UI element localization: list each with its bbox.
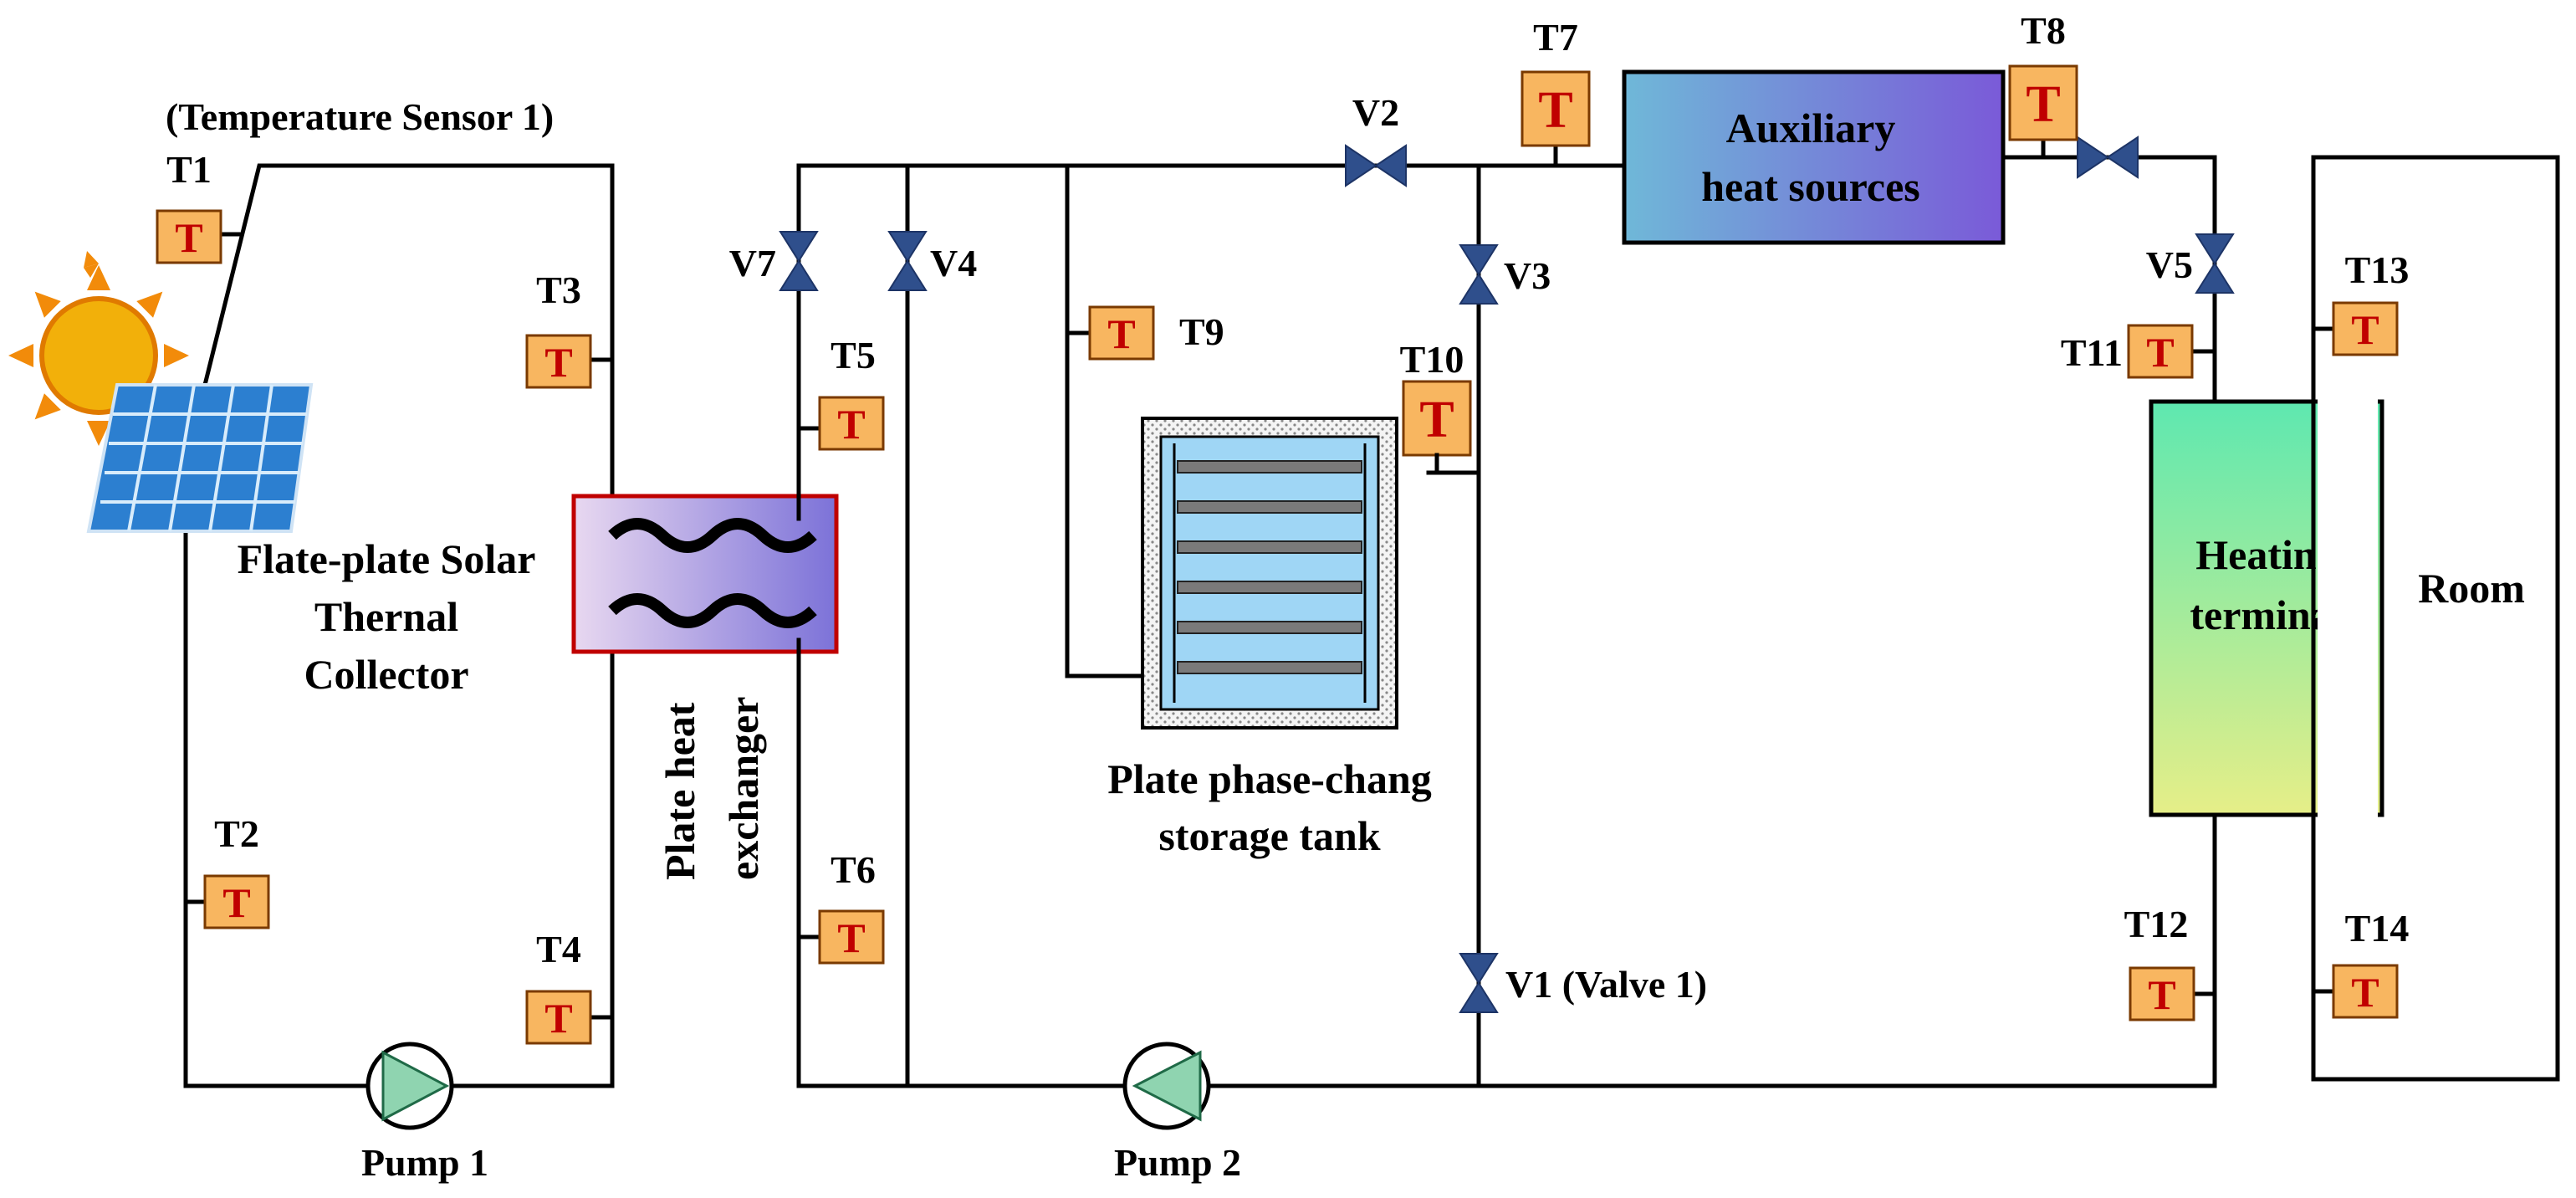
collector-label-line1: Flate-plate Solar (238, 535, 536, 582)
sensor-t2: T (203, 874, 270, 929)
sensor-t12: T (2129, 966, 2195, 1021)
sensor-glyph: T (2351, 969, 2379, 1016)
valve-v3-label: V3 (1504, 254, 1551, 297)
sensor-t3: T (525, 334, 592, 389)
temperature-sensor-1-annotation: (Temperature Sensor 1) (166, 95, 554, 138)
sensor-t10: T (1402, 380, 1472, 457)
auxiliary-label-line2: heat sources (1701, 163, 1920, 210)
sensor-glyph: T (544, 339, 572, 386)
sensor-t8-label: T8 (2021, 9, 2066, 52)
sensor-t4: T (525, 990, 592, 1045)
auxiliary-label-line1: Auxiliary (1726, 105, 1896, 151)
valve-v5-icon (2195, 233, 2235, 294)
pump-1-icon (365, 1042, 454, 1130)
valve-v7-label: V7 (729, 242, 776, 284)
sensor-glyph: T (544, 995, 572, 1042)
valve-v2-label: V2 (1352, 91, 1399, 134)
room-outline (2311, 155, 2560, 1082)
valve-v4-icon (887, 231, 928, 291)
sensor-t2-label: T2 (214, 812, 259, 855)
sensor-t5: T (818, 396, 885, 451)
valve-v1-icon (1459, 953, 1499, 1013)
room-pipes (2311, 326, 2336, 994)
sensor-glyph: T (837, 401, 865, 448)
sensor-glyph: T (1538, 82, 1572, 139)
sensor-glyph: T (2146, 329, 2174, 376)
pump-1-label: Pump 1 (361, 1141, 488, 1184)
sensor-glyph: T (1419, 392, 1454, 448)
sensor-t11-label: T11 (2061, 331, 2123, 374)
pump-2-icon (1122, 1042, 1211, 1130)
solar-panel-icon (86, 383, 314, 533)
valve-v2-icon (1345, 144, 1407, 187)
valve-unlabeled-icon (2077, 136, 2139, 179)
sensor-t14-label: T14 (2345, 907, 2410, 950)
storage-loop-pipes (796, 131, 2217, 1088)
sensor-glyph: T (175, 214, 202, 261)
phase-change-storage-tank (1141, 417, 1398, 730)
auxiliary-heat-source (1622, 69, 2006, 245)
sensor-t6-label: T6 (831, 848, 876, 891)
valve-v5-label: V5 (2146, 243, 2193, 286)
sensor-glyph: T (1107, 310, 1135, 357)
sensor-t14: T (2332, 964, 2399, 1019)
sensor-t7: T (1521, 70, 1591, 147)
sensor-t9-label: T9 (1179, 310, 1224, 353)
sensor-t5-label: T5 (831, 334, 876, 376)
heat-exchanger-label-line1: Plate heat (657, 702, 703, 880)
terminal-label-line1: Heating (2195, 531, 2337, 578)
sensor-t10-label: T10 (1400, 338, 1464, 381)
sensor-t9: T (1088, 305, 1155, 361)
sensor-t13: T (2332, 301, 2399, 356)
sensor-t8: T (2008, 64, 2078, 141)
sensor-glyph: T (2148, 971, 2175, 1018)
storage-tank-label-line1: Plate phase-chang (1107, 755, 1432, 802)
sensor-t12-label: T12 (2124, 903, 2189, 945)
sensor-t7-label: T7 (1533, 16, 1578, 59)
valve-v1-label: V1 (Valve 1) (1505, 963, 1707, 1006)
sensor-t1: T (156, 209, 222, 264)
sensor-glyph: T (837, 914, 865, 961)
storage-tank-label-line2: storage tank (1158, 812, 1380, 859)
sensor-t1-label: T1 (166, 148, 212, 191)
sensor-t3-label: T3 (536, 269, 581, 311)
valve-v7-icon (779, 231, 819, 291)
sensor-glyph: T (2026, 76, 2060, 133)
sensor-t11: T (2127, 324, 2194, 379)
plate-heat-exchanger (571, 494, 839, 654)
collector-label-line3: Collector (304, 651, 468, 698)
valve-v3-icon (1459, 244, 1499, 305)
sensor-t4-label: T4 (536, 928, 581, 970)
sensor-t13-label: T13 (2345, 248, 2410, 291)
sensor-glyph: T (222, 879, 250, 926)
valve-v4-label: V4 (930, 242, 977, 284)
sensor-t6: T (818, 909, 885, 965)
room-label: Room (2418, 565, 2525, 612)
sensor-glyph: T (2351, 306, 2379, 353)
collector-label-line2: Thernal (314, 593, 458, 640)
heat-exchanger-label-line2: exchanger (720, 697, 767, 880)
pump-2-label: Pump 2 (1114, 1141, 1241, 1184)
